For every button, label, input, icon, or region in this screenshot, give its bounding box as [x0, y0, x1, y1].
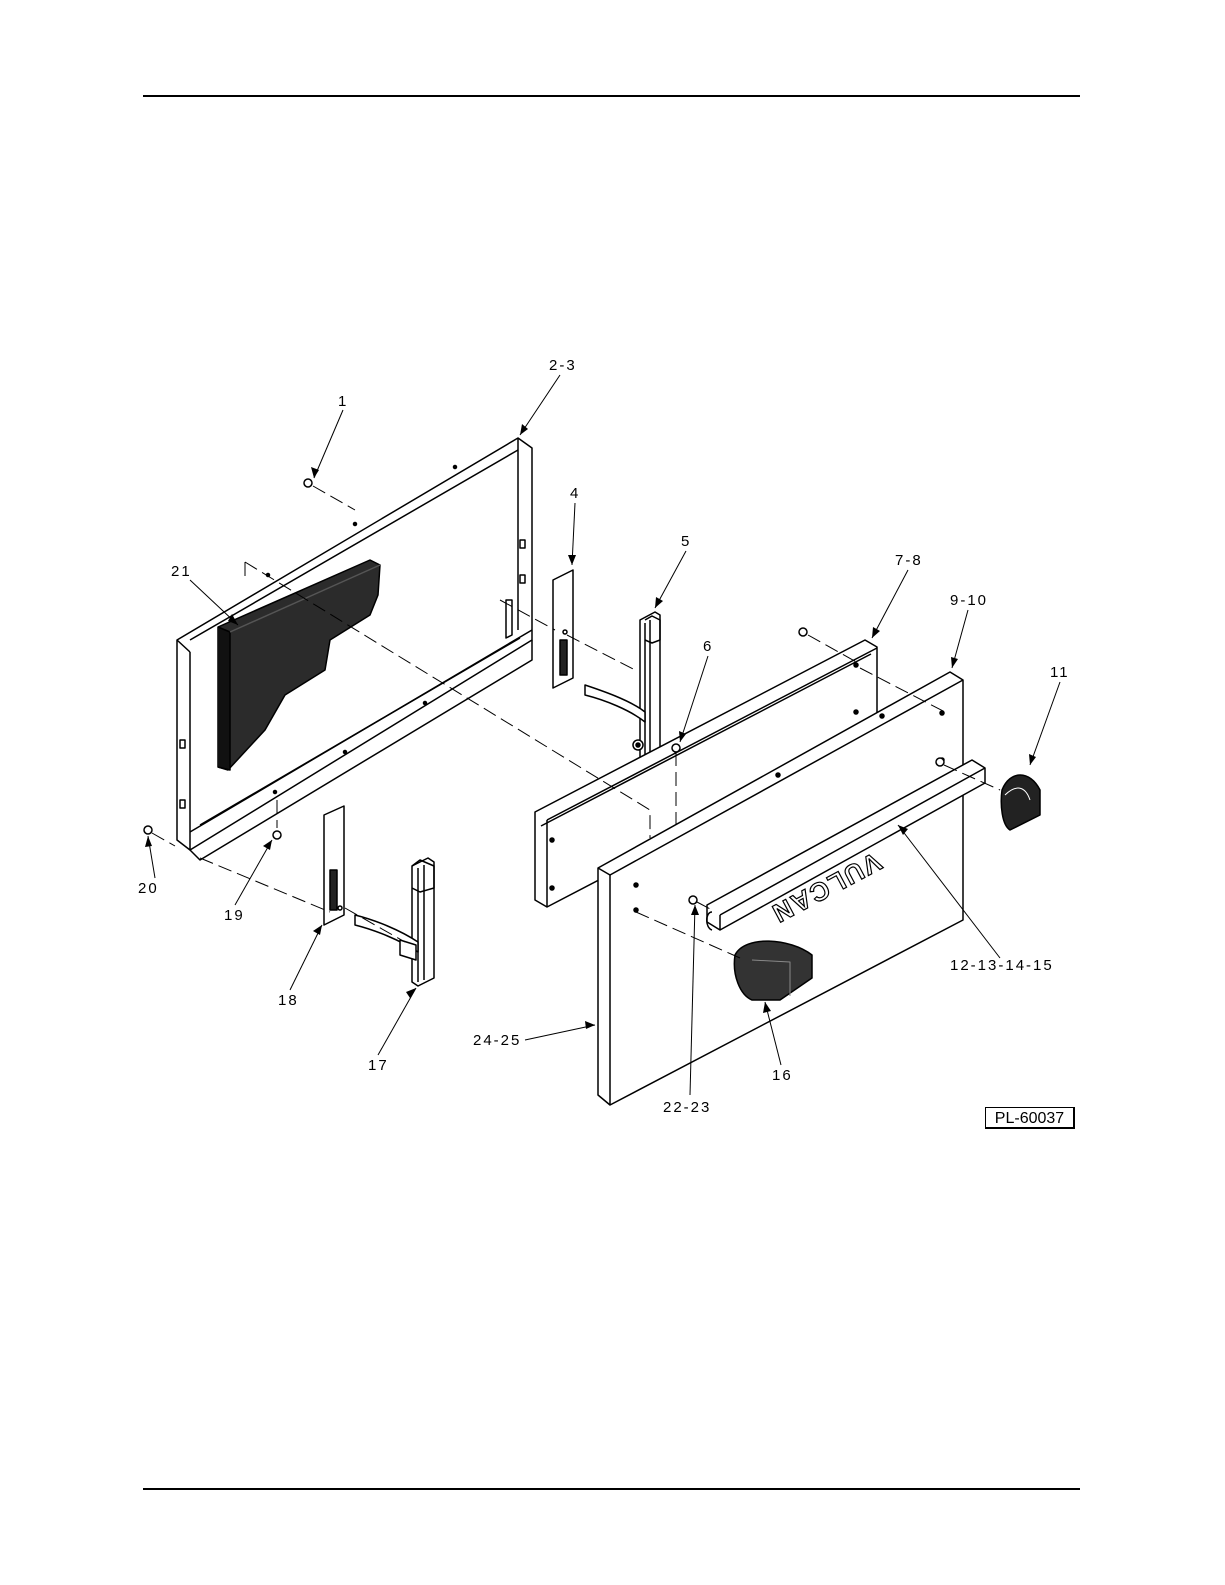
callout-11: 11 [1050, 664, 1070, 681]
hinge-upper [585, 612, 660, 768]
callout-21: 21 [171, 563, 192, 580]
handle-end-cap-right [1001, 775, 1040, 830]
drawing-reference-label: PL-60037 [985, 1107, 1075, 1129]
callout-12-13-14-15: 12-13-14-15 [950, 957, 1054, 974]
callout-1: 1 [338, 393, 348, 410]
callout-22-23: 22-23 [663, 1099, 711, 1116]
hinge-plate-lower [324, 806, 344, 925]
hinge-plate-upper [553, 570, 573, 688]
callout-16: 16 [772, 1067, 793, 1084]
callout-20: 20 [138, 880, 159, 897]
callout-18: 18 [278, 992, 299, 1009]
callout-17: 17 [368, 1057, 389, 1074]
callout-4: 4 [570, 485, 580, 502]
callout-9-10: 9-10 [950, 592, 988, 609]
hinge-lower [355, 858, 434, 986]
callout-7-8: 7-8 [895, 552, 923, 569]
callout-6: 6 [703, 638, 713, 655]
callout-24-25: 24-25 [473, 1032, 521, 1049]
callout-19: 19 [224, 907, 245, 924]
callout-2-3: 2-3 [549, 357, 577, 374]
callout-5: 5 [681, 533, 691, 550]
